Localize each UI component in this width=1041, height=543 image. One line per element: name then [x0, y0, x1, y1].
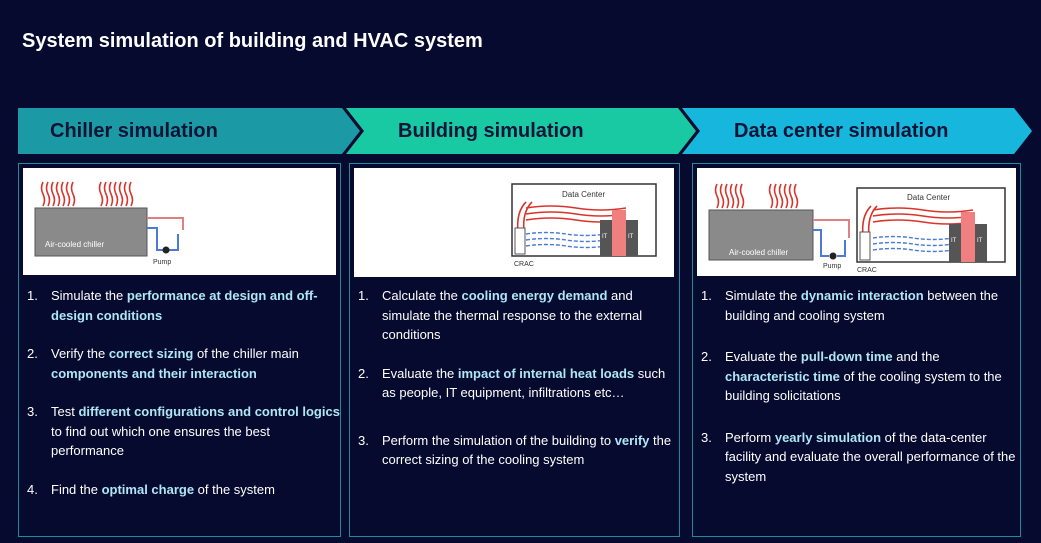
- chiller-diagram-svg: Air-cooled chiller Pump: [34, 181, 184, 266]
- chevron-shape: [346, 108, 696, 154]
- building-diagram: Data Center CRAC IT IT: [354, 168, 674, 277]
- chevron-label: Chiller simulation: [50, 120, 218, 142]
- list-item: 2. Verify the correct sizing of the chil…: [27, 346, 299, 381]
- list-item: 1. Calculate the cooling energy demand a…: [358, 288, 643, 342]
- panel-chiller-simulation: Air-cooled chiller Pump 1. Simulate the …: [18, 163, 341, 537]
- data-center-list: 1. Simulate the dynamic interaction betw…: [693, 286, 1020, 486]
- data-center-diagram-svg: Air-cooled chiller Pump Data Center CRAC: [708, 183, 1006, 274]
- chevron-label: Building simulation: [398, 120, 584, 142]
- it-label: IT: [977, 238, 983, 244]
- pump-label: Pump: [153, 259, 171, 266]
- list-item: 1. Simulate the performance at design an…: [27, 288, 318, 323]
- list-item: 2. Evaluate the pull-down time and the c…: [701, 349, 1002, 403]
- list-item: 3. Test different configurations and con…: [27, 404, 340, 458]
- it-label: IT: [602, 234, 608, 240]
- chevron-chiller-simulation: Chiller simulation: [18, 108, 360, 154]
- crac-label: CRAC: [514, 261, 534, 268]
- panel-building-simulation: Data Center CRAC IT IT 1.: [349, 163, 680, 537]
- page-title: System simulation of building and HVAC s…: [22, 30, 483, 52]
- data-center-diagram: Air-cooled chiller Pump Data Center CRAC: [697, 168, 1016, 276]
- it-label: IT: [628, 234, 634, 240]
- list-item: 3. Perform yearly simulation of the data…: [701, 429, 1016, 484]
- chevron-building-simulation: Building simulation: [346, 108, 696, 154]
- it-label: IT: [951, 238, 957, 244]
- list-item: 1. Simulate the dynamic interaction betw…: [701, 288, 999, 323]
- list-item: 3. Perform the simulation of the buildin…: [358, 432, 672, 468]
- panel-data-center-simulation: Air-cooled chiller Pump Data Center CRAC: [692, 163, 1021, 537]
- chiller-list: 1. Simulate the performance at design an…: [19, 286, 340, 499]
- chevron-shape: [682, 108, 1032, 154]
- room-label: Data Center: [562, 190, 605, 199]
- chiller-label: Air-cooled chiller: [45, 240, 104, 249]
- pump-label: Pump: [823, 263, 841, 270]
- crac-label: CRAC: [857, 267, 877, 274]
- building-list: 1. Calculate the cooling energy demand a…: [350, 286, 679, 470]
- list-item: 2. Evaluate the impact of internal heat …: [358, 365, 666, 401]
- room-label: Data Center: [907, 193, 950, 202]
- chevron-data-center-simulation: Data center simulation: [682, 108, 1032, 154]
- building-diagram-svg: Data Center CRAC IT IT: [511, 183, 657, 268]
- chevron-label: Data center simulation: [734, 120, 949, 142]
- chiller-label: Air-cooled chiller: [729, 248, 788, 257]
- list-item: 4. Find the optimal charge of the system: [27, 481, 275, 497]
- chiller-diagram: Air-cooled chiller Pump: [23, 168, 336, 275]
- chevron-shape: [18, 108, 360, 154]
